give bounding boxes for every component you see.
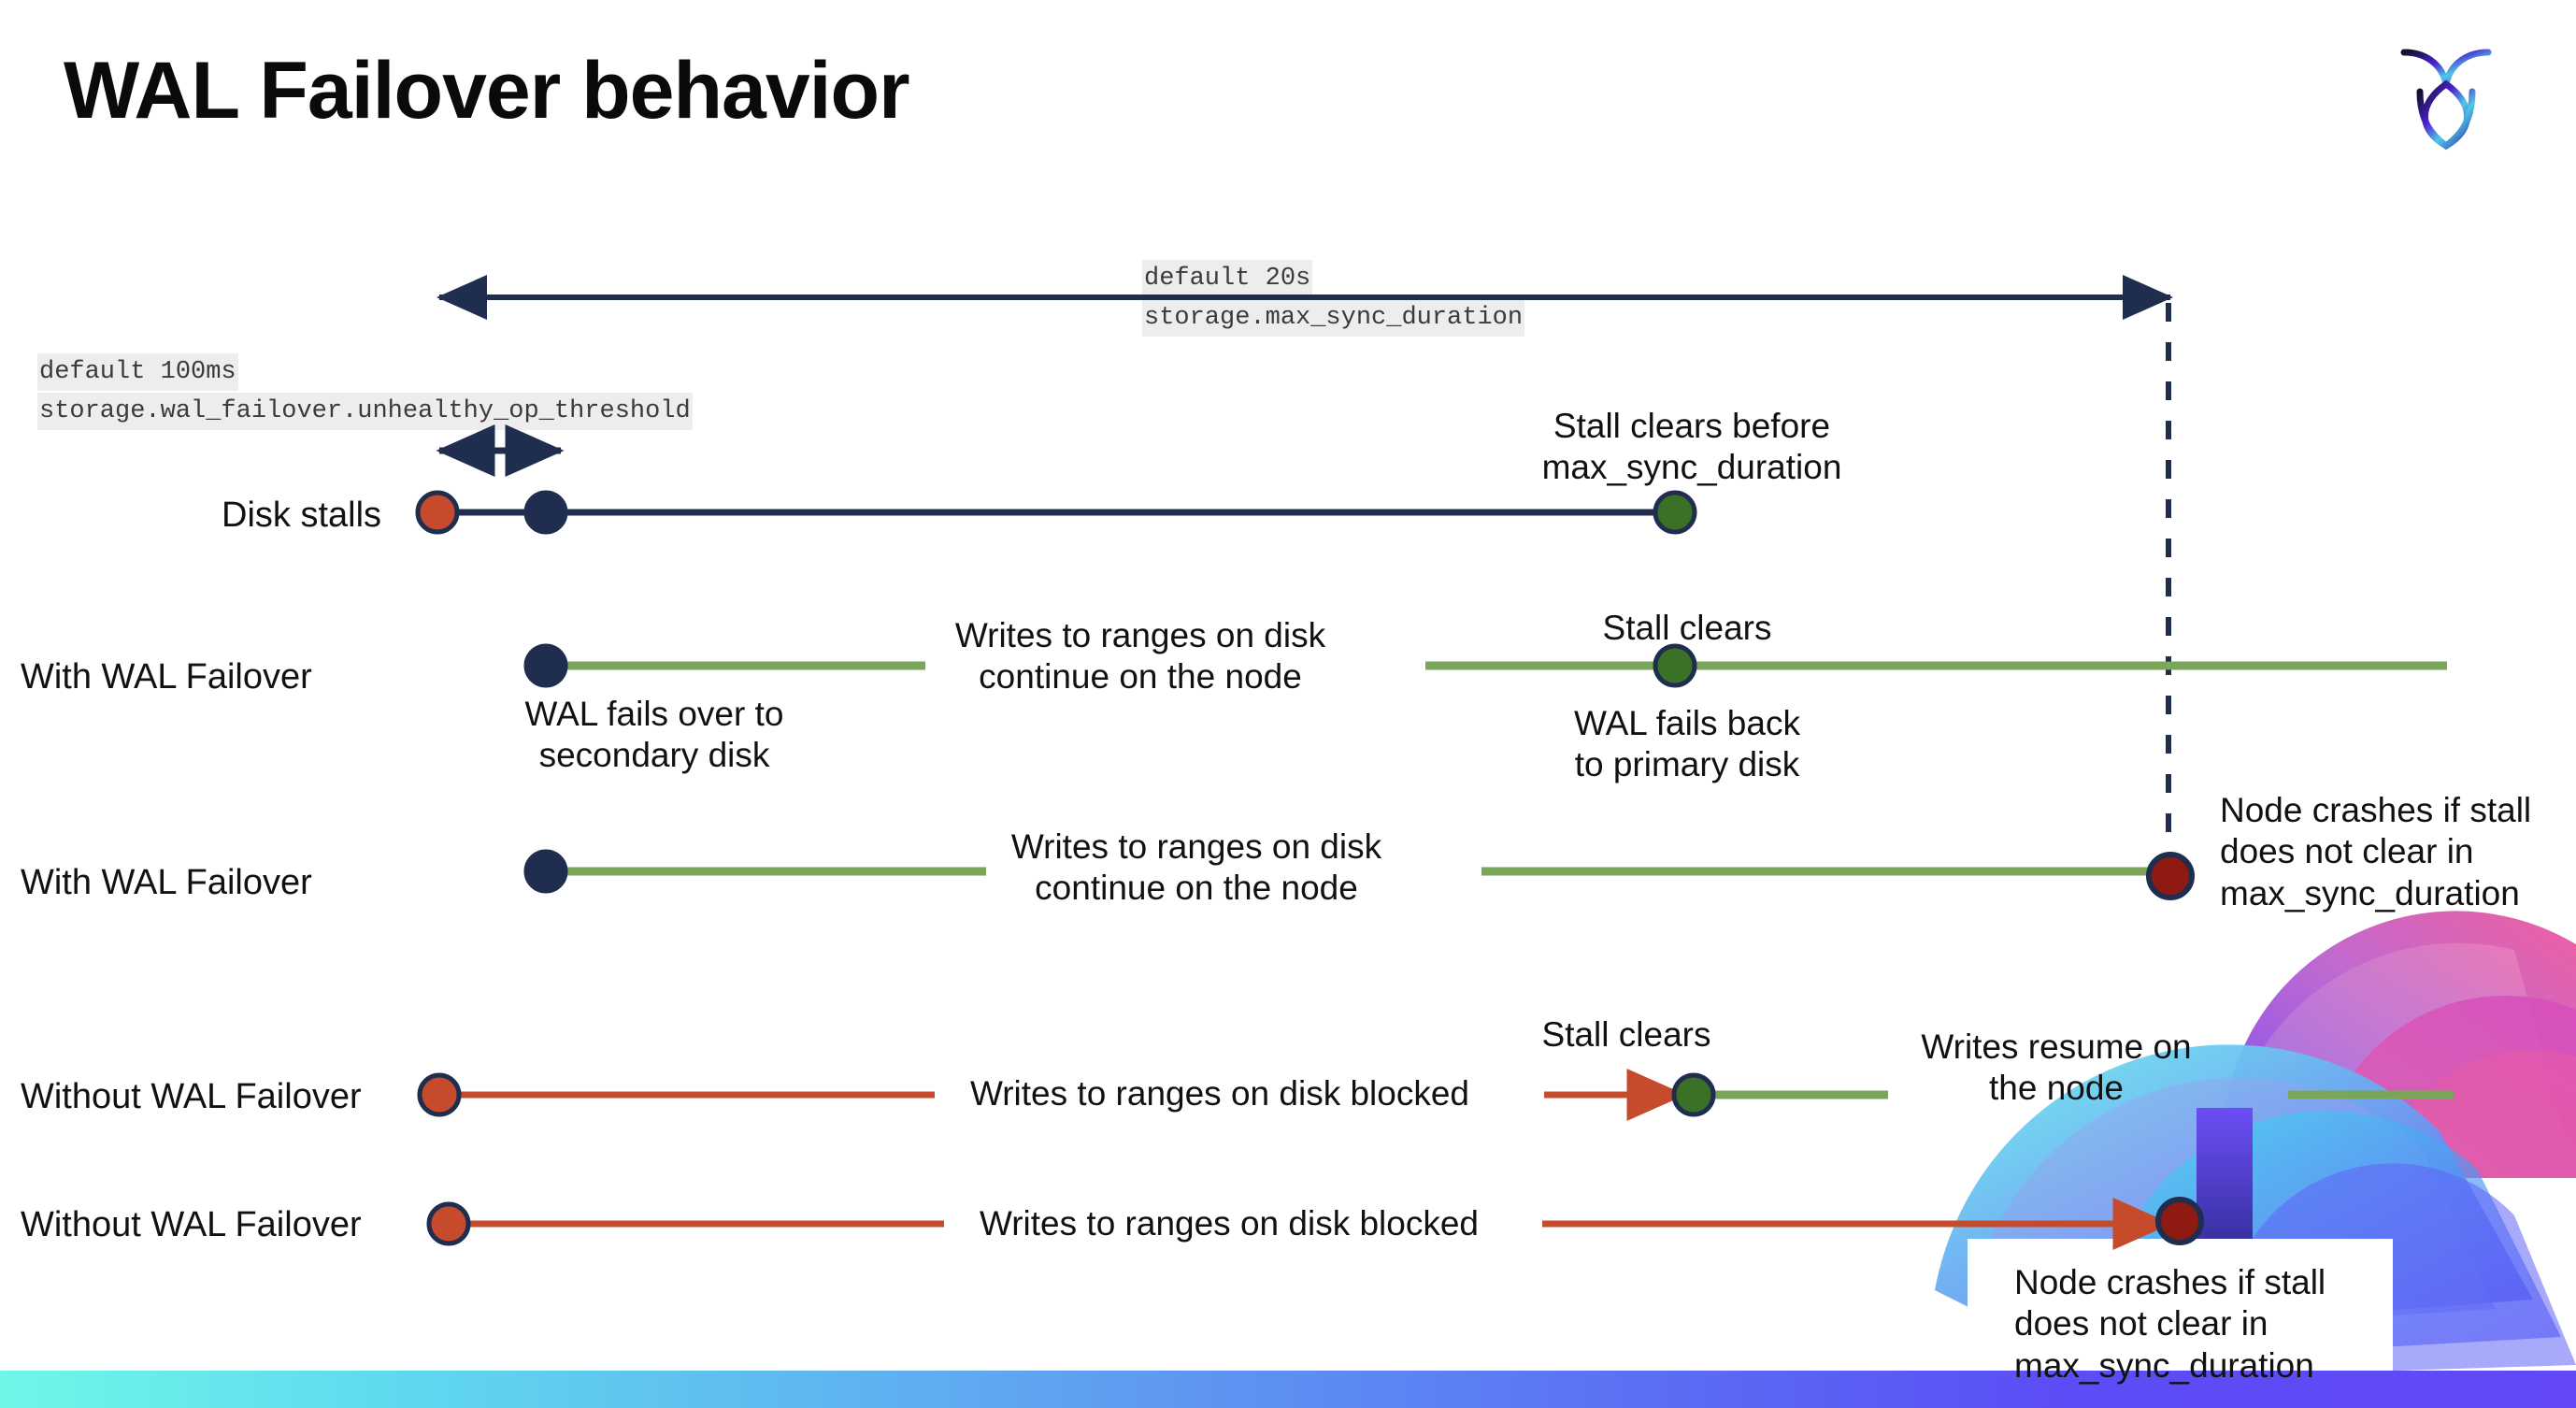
row-label-without-wal-failover-2: Without WAL Failover xyxy=(21,1205,362,1244)
timeline-without-wal-failover-crashes xyxy=(426,1197,2204,1250)
dot-node-crash-1 xyxy=(2146,852,2195,900)
annotation-writes-continue-2: Writes to ranges on disk continue on the… xyxy=(1010,827,1382,908)
dot-failback xyxy=(1653,643,1697,688)
dot-stall-start xyxy=(415,490,460,535)
annotation-node-crashes-2: Node crashes if stall does not clear in … xyxy=(2014,1263,2326,1385)
unhealthy-op-threshold-setting-label: storage.wal_failover.unhealthy_op_thresh… xyxy=(37,393,693,431)
dot-unhealthy-threshold xyxy=(523,490,568,535)
annotation-writes-blocked-1: Writes to ranges on disk blocked xyxy=(969,1074,1470,1113)
dot-stall-start-3 xyxy=(417,1072,462,1117)
annotation-node-crashes-1: Node crashes if stall does not clear in … xyxy=(2220,791,2532,912)
dot-stall-cleared xyxy=(1653,490,1697,535)
dot-failover-start-2 xyxy=(523,849,568,894)
dot-failover-start xyxy=(523,643,568,688)
row-label-without-wal-failover-1: Without WAL Failover xyxy=(21,1077,362,1116)
annotation-writes-blocked-2: Writes to ranges on disk blocked xyxy=(979,1204,1480,1243)
timeline-with-wal-failover-recovers xyxy=(523,643,2447,688)
unhealthy-op-threshold-default-label: default 100ms xyxy=(37,353,238,392)
annotation-stall-clears-before-max-sync: Stall clears before max_sync_duration xyxy=(1541,407,1842,487)
dot-stall-start-4 xyxy=(426,1201,471,1246)
dot-stall-cleared-2 xyxy=(1671,1072,1716,1117)
annotation-writes-continue-1: Writes to ranges on disk continue on the… xyxy=(954,616,1326,697)
page-title: WAL Failover behavior xyxy=(64,46,910,136)
annotation-stall-clears-2: Stall clears xyxy=(1541,1015,1711,1054)
timeline-without-wal-failover-recovers xyxy=(417,1069,2454,1121)
annotation-wal-fails-back: WAL fails back to primary disk xyxy=(1574,704,1800,784)
cockroachdb-logo-icon xyxy=(2376,26,2516,166)
timeline-with-wal-failover-crashes xyxy=(523,849,2195,900)
annotation-stall-clears-1: Stall clears xyxy=(1602,609,1772,647)
timeline-disk-stalls xyxy=(415,490,1697,535)
bottom-gradient-bar xyxy=(0,1371,2576,1408)
annotation-writes-resume: Writes resume on the node xyxy=(1921,1027,2192,1108)
dot-node-crash-2 xyxy=(2155,1197,2204,1245)
row-label-disk-stalls: Disk stalls xyxy=(222,496,382,535)
row-label-with-wal-failover-1: With WAL Failover xyxy=(21,657,312,697)
row-label-with-wal-failover-2: With WAL Failover xyxy=(21,863,312,902)
annotation-wal-fails-over: WAL fails over to secondary disk xyxy=(524,695,784,775)
